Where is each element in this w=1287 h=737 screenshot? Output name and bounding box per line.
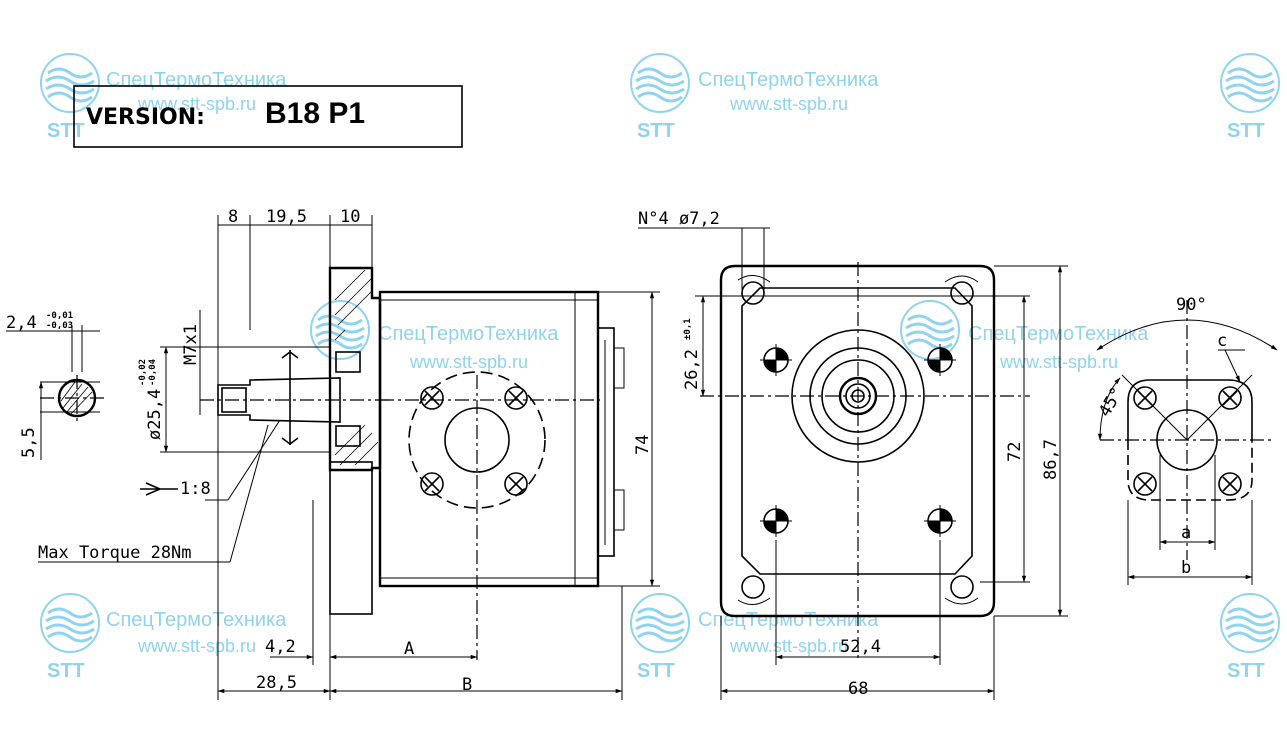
dim-72: 72 bbox=[1005, 442, 1025, 462]
dim-26-2-tol: ±0,1 bbox=[683, 318, 693, 340]
dim-b: b bbox=[1181, 558, 1191, 578]
port-bolt bbox=[504, 386, 528, 410]
watermark-title: СпецТермоТехника bbox=[698, 609, 879, 631]
mount-hole bbox=[741, 575, 765, 599]
watermark-title: СпецТермоТехника bbox=[698, 69, 879, 91]
mount-hole bbox=[950, 281, 974, 305]
dim-10: 10 bbox=[340, 207, 360, 227]
watermark-logo-text: STT bbox=[47, 660, 85, 682]
watermark-logo-text: STT bbox=[637, 120, 675, 142]
port-bolt-circle bbox=[408, 371, 546, 509]
watermark-logo-text: STT bbox=[1227, 120, 1265, 142]
dim-B: B bbox=[462, 675, 472, 695]
flange-outline bbox=[719, 264, 996, 618]
watermark-url: www.stt-spb.ru bbox=[409, 352, 528, 372]
thread-label: M7x1 bbox=[181, 324, 201, 365]
mounting-flange bbox=[328, 266, 382, 472]
watermark-logo-text: STT bbox=[47, 120, 85, 142]
dim-28-5: 28,5 bbox=[256, 673, 297, 693]
dim-52-4: 52,4 bbox=[840, 637, 881, 657]
front-view: N°4 ø7,2 26,2 ±0,1 72 86,7 52,4 68 bbox=[638, 209, 1068, 700]
watermark-group: СпецТермоТехника www.stt-spb.ru STT Спец… bbox=[39, 52, 1281, 682]
centermark bbox=[759, 504, 793, 538]
watermark-title: СпецТермоТехника bbox=[106, 609, 287, 631]
seal bbox=[335, 425, 361, 447]
flange-lower bbox=[329, 461, 373, 615]
drive-shaft bbox=[217, 377, 341, 423]
angle-90: 90° bbox=[1176, 295, 1207, 315]
watermark-logo-text: STT bbox=[637, 660, 675, 682]
watermark-url: www.stt-spb.ru bbox=[137, 636, 256, 656]
angle-45: 45° bbox=[1095, 384, 1128, 421]
watermark-url: www.stt-spb.ru bbox=[729, 636, 848, 656]
mount-hole bbox=[950, 575, 974, 599]
version-value: B18 P1 bbox=[265, 97, 365, 130]
mount-hole bbox=[741, 281, 765, 305]
centermark bbox=[759, 343, 793, 377]
dim-86-7: 86,7 bbox=[1041, 439, 1061, 480]
shaft-diameter-label: ø25,4 bbox=[145, 389, 165, 440]
flange-inner bbox=[741, 287, 973, 575]
watermark-url: www.stt-spb.ru bbox=[729, 94, 848, 114]
dim-26-2: 26,2 bbox=[682, 349, 702, 390]
port-bolt bbox=[1218, 472, 1242, 496]
port-bolt bbox=[504, 472, 528, 496]
watermark-url: www.stt-spb.ru bbox=[137, 94, 256, 114]
version-frame bbox=[73, 85, 463, 148]
watermark-title: СпецТермоТехника bbox=[106, 69, 287, 91]
version-box: VERSION: B18 P1 bbox=[73, 85, 463, 148]
version-label: VERSION: bbox=[86, 105, 205, 130]
port-bolt bbox=[1218, 386, 1242, 410]
holes-label: N°4 ø7,2 bbox=[638, 209, 720, 229]
taper-label: 1:8 bbox=[180, 479, 211, 499]
key-section-view: 2,4 -0,01 -0,03 5,5 bbox=[6, 311, 105, 460]
key-dim-5-5: 5,5 bbox=[19, 427, 39, 458]
shaft-tol-lower: -0,04 bbox=[148, 358, 158, 386]
dim-4-2: 4,2 bbox=[265, 637, 296, 657]
port-flange-outline bbox=[1127, 379, 1253, 440]
side-view: 8 19,5 10 bbox=[38, 207, 660, 700]
shaft-tol-upper: -0,02 bbox=[138, 359, 148, 386]
dim-A: A bbox=[404, 639, 414, 659]
dim-a: a bbox=[1181, 523, 1191, 543]
watermark-title: СпецТермоТехника bbox=[378, 323, 559, 345]
watermark-url: www.stt-spb.ru bbox=[999, 352, 1118, 372]
centermark bbox=[923, 504, 957, 538]
dim-c: c bbox=[1217, 331, 1227, 351]
key-tol-lower: -0,03 bbox=[46, 321, 73, 331]
key-tol-upper: -0,01 bbox=[46, 311, 73, 321]
seal bbox=[335, 351, 361, 373]
key-width-label: 2,4 bbox=[6, 313, 37, 333]
dim-74: 74 bbox=[633, 435, 653, 455]
watermark-logo-text: STT bbox=[1227, 660, 1265, 682]
port-bolt bbox=[1133, 472, 1157, 496]
end-cover bbox=[597, 327, 615, 557]
torque-label: Max Torque 28Nm bbox=[38, 543, 192, 563]
dim-8: 8 bbox=[228, 207, 238, 227]
dim-19-5: 19,5 bbox=[266, 207, 307, 227]
dim-68: 68 bbox=[848, 679, 868, 699]
